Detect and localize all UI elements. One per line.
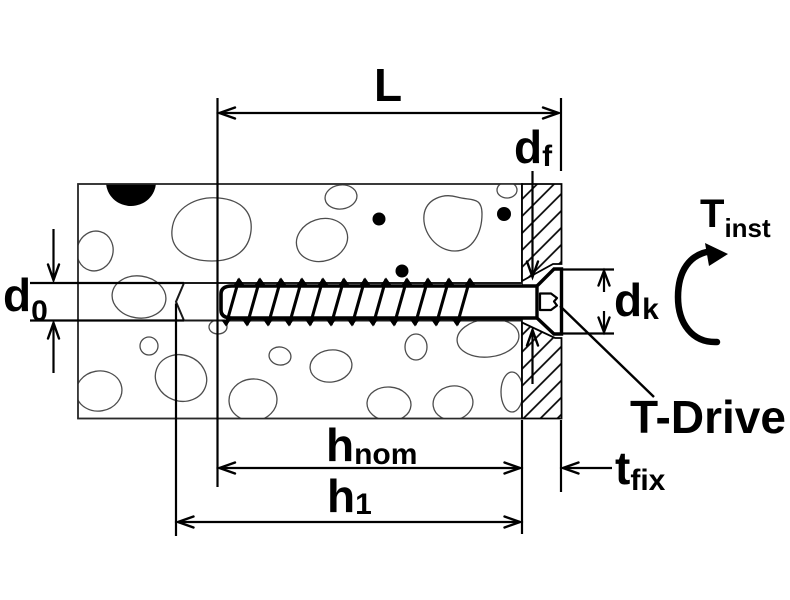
aggregate-texture <box>78 184 522 419</box>
concrete-block <box>77 183 523 420</box>
dimension-L <box>215 98 563 487</box>
label-L: L <box>374 59 402 111</box>
label-hnom: hnom <box>326 419 417 471</box>
dimension-h1 <box>174 303 524 536</box>
screw-thread-crests-top <box>234 277 475 285</box>
torx-recess-icon <box>538 292 559 312</box>
label-df: df <box>514 121 553 173</box>
label-tdrive: T-Drive <box>630 391 786 443</box>
label-tinst: Tinst <box>700 192 771 243</box>
aggregate-dark-dot <box>395 264 409 278</box>
label-tfix: tfix <box>615 442 666 497</box>
label-h1: h1 <box>327 470 372 522</box>
torque-arrow-icon <box>674 243 728 346</box>
aggregate-dark-dot <box>372 212 386 226</box>
aggregate-dark-stone <box>106 184 156 206</box>
dimension-tfix <box>559 420 612 492</box>
dimension-dk <box>561 267 614 336</box>
concrete-screw <box>219 267 564 336</box>
screw-thread-lines <box>224 278 472 326</box>
aggregate-stone <box>171 197 252 262</box>
label-d0: d0 <box>3 269 48 328</box>
aggregate-stone <box>423 195 483 252</box>
dimension-df <box>525 171 540 384</box>
tdrive-leader <box>559 305 655 398</box>
dimension-hnom <box>215 420 524 534</box>
screw-thread-crests-bottom <box>221 319 462 327</box>
label-dk: dk <box>614 274 659 326</box>
aggregate-dark-dot <box>497 207 511 221</box>
dimension-d0 <box>30 229 184 373</box>
